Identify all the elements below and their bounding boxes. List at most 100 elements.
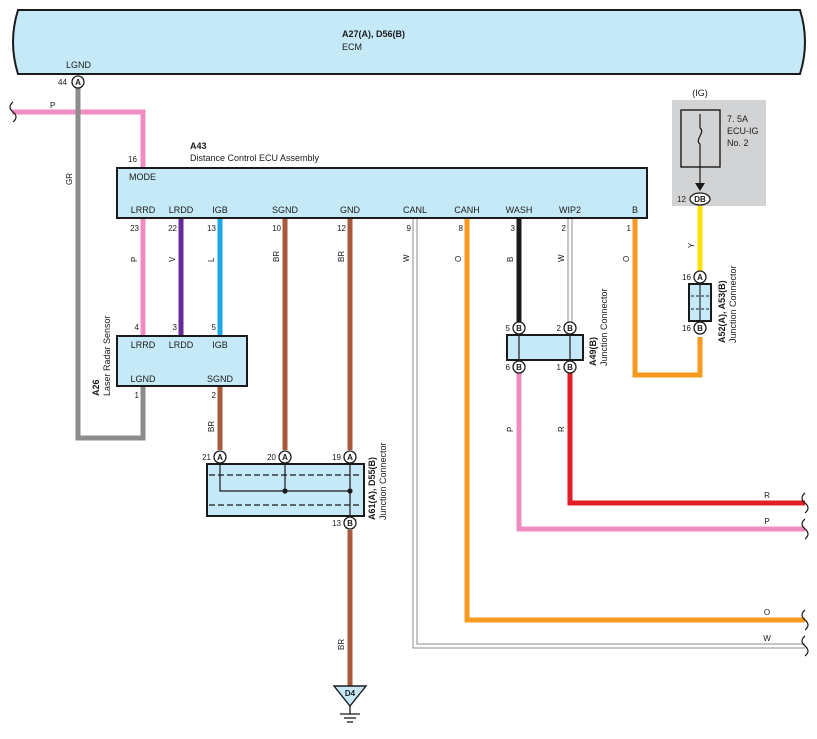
wire-gr-lgnd [75, 85, 146, 441]
ecu-assembly: A43 Distance Control ECU Assembly 16 MOD… [116, 141, 648, 262]
connector-pin-number: 16 [682, 324, 691, 333]
ecu-wire-color: W [557, 254, 566, 262]
ecu-wire-color: L [207, 257, 216, 262]
connector-pin-number: 1 [557, 363, 562, 372]
fuse-block: (IG) 7. 5A ECU-IG No. 2 12 DB [672, 88, 766, 206]
ecu-box [116, 167, 648, 219]
a61-code: A61(A), D55(B) [367, 457, 377, 520]
wire-o-b [632, 218, 703, 378]
ground-point: D4 [332, 685, 368, 723]
sensor-pin-number: 2 [212, 391, 217, 400]
wire-w-canl-outline [412, 218, 805, 649]
wire-w-canl [413, 218, 805, 648]
connector-pin-circle [343, 450, 357, 464]
ecu-pin-number: 12 [337, 224, 346, 233]
connector-pin-letter: A [217, 453, 223, 462]
ecu-wire-color: BR [272, 251, 281, 262]
ecu-pin-label: CANL [403, 205, 427, 215]
sensor-pin-number: 5 [212, 323, 217, 332]
sensor-pin-label: IGB [212, 340, 228, 350]
sensor-pin-label: LRRD [131, 340, 156, 350]
break-right-w [801, 635, 809, 657]
fuse-number: No. 2 [727, 138, 749, 148]
ecu-pin-number: 22 [168, 224, 177, 233]
ecu-pin-number: 9 [407, 224, 412, 233]
ground-code: D4 [345, 689, 356, 698]
ecu-pin-label: IGB [212, 205, 228, 215]
connector-pin-circle [512, 321, 526, 335]
ecu-mode-label: MODE [129, 172, 156, 182]
break-left-p [9, 101, 17, 123]
sensor-pin-label: SGND [207, 374, 234, 384]
ecm-box [12, 9, 806, 75]
ecu-mode-pin: 16 [128, 155, 137, 164]
a52-name: Junction Connector [728, 265, 738, 343]
ecu-pin-list: LRRD23PLRDD22VIGB13LSGND10BRGND12BRCANL9… [130, 205, 638, 262]
ecu-pin-label: SGND [272, 205, 299, 215]
fuse-element-icon [697, 114, 703, 186]
wire-p-a49 [516, 372, 805, 532]
ecu-pin-number: 2 [562, 224, 567, 233]
ecu-pin-number: 8 [459, 224, 464, 233]
connector-pin-circle [343, 516, 357, 530]
ecu-wire-color: B [506, 257, 515, 262]
wire-label-ground: BR [337, 639, 346, 650]
connector-pin-letter: A [697, 273, 703, 282]
ecu-pin-number: 13 [207, 224, 216, 233]
ecm-name: ECM [342, 42, 362, 52]
connector-pin-letter: B [516, 324, 522, 333]
connector-pin-letter: A [347, 453, 353, 462]
break-right-r [801, 492, 809, 514]
ecu-pin-label: GND [340, 205, 361, 215]
ecu-pin-number: 23 [130, 224, 139, 233]
sensor-pin-label: LGND [130, 374, 156, 384]
ecu-pin-label: LRRD [131, 205, 156, 215]
connector-pin-number: 21 [202, 453, 211, 462]
a61-junction-dot [282, 488, 288, 494]
ecu-wire-color: W [402, 254, 411, 262]
wire-label-a49-6: P [506, 427, 515, 432]
connector-pin-number: 5 [506, 324, 511, 333]
ecu-wire-color: O [454, 256, 463, 262]
wire-r-a49 [567, 372, 805, 506]
sensor-pin-number: 4 [135, 323, 140, 332]
exit-wire-color: O [764, 608, 770, 617]
ecu-pin-label: B [632, 205, 638, 215]
ecu-pin-number: 3 [511, 224, 516, 233]
connector-pin-letter: B [347, 519, 353, 528]
connector-pin-letter: B [516, 363, 522, 372]
exit-wire-color: R [764, 491, 770, 500]
connector-pin-number: 19 [332, 453, 341, 462]
ecu-wire-color: BR [337, 251, 346, 262]
connector-pin-circle [512, 360, 526, 374]
wire-label-fuse-y: Y [687, 242, 696, 248]
wire-o-canh [464, 218, 805, 623]
ecm-pin-conn: A [75, 78, 81, 87]
ecu-wire-color: O [622, 256, 631, 262]
sensor-pin-number: 1 [135, 391, 140, 400]
ecu-code: A43 [190, 141, 207, 151]
ecm-pin-circle [71, 75, 85, 89]
a49-name: Junction Connector [599, 288, 609, 366]
ecu-wire-color: V [168, 256, 177, 262]
ecm: A27(A), D56(B) ECM LGND 44 A [12, 9, 806, 89]
ecu-pin-label: LRDD [169, 205, 194, 215]
connector-pin-letter: B [567, 363, 573, 372]
ecu-pin-number: 10 [272, 224, 281, 233]
fuse-pin-no: 12 [677, 195, 686, 204]
connector-pin-number: 6 [506, 363, 511, 372]
fuse-pin-conn: DB [694, 195, 706, 204]
fuse-pin-circle [689, 192, 711, 206]
fuse-rating: 7. 5A [727, 114, 748, 124]
fuse-ig-label: (IG) [692, 88, 708, 98]
sensor-name: Laser Radar Sensor [102, 315, 112, 396]
connector-pin-circle [563, 360, 577, 374]
a52-code: A52(A), A53(B) [717, 280, 727, 343]
wire-label-p-in: P [50, 101, 55, 110]
fuse-arrow-icon [695, 183, 705, 191]
exit-wire-color: P [764, 517, 769, 526]
